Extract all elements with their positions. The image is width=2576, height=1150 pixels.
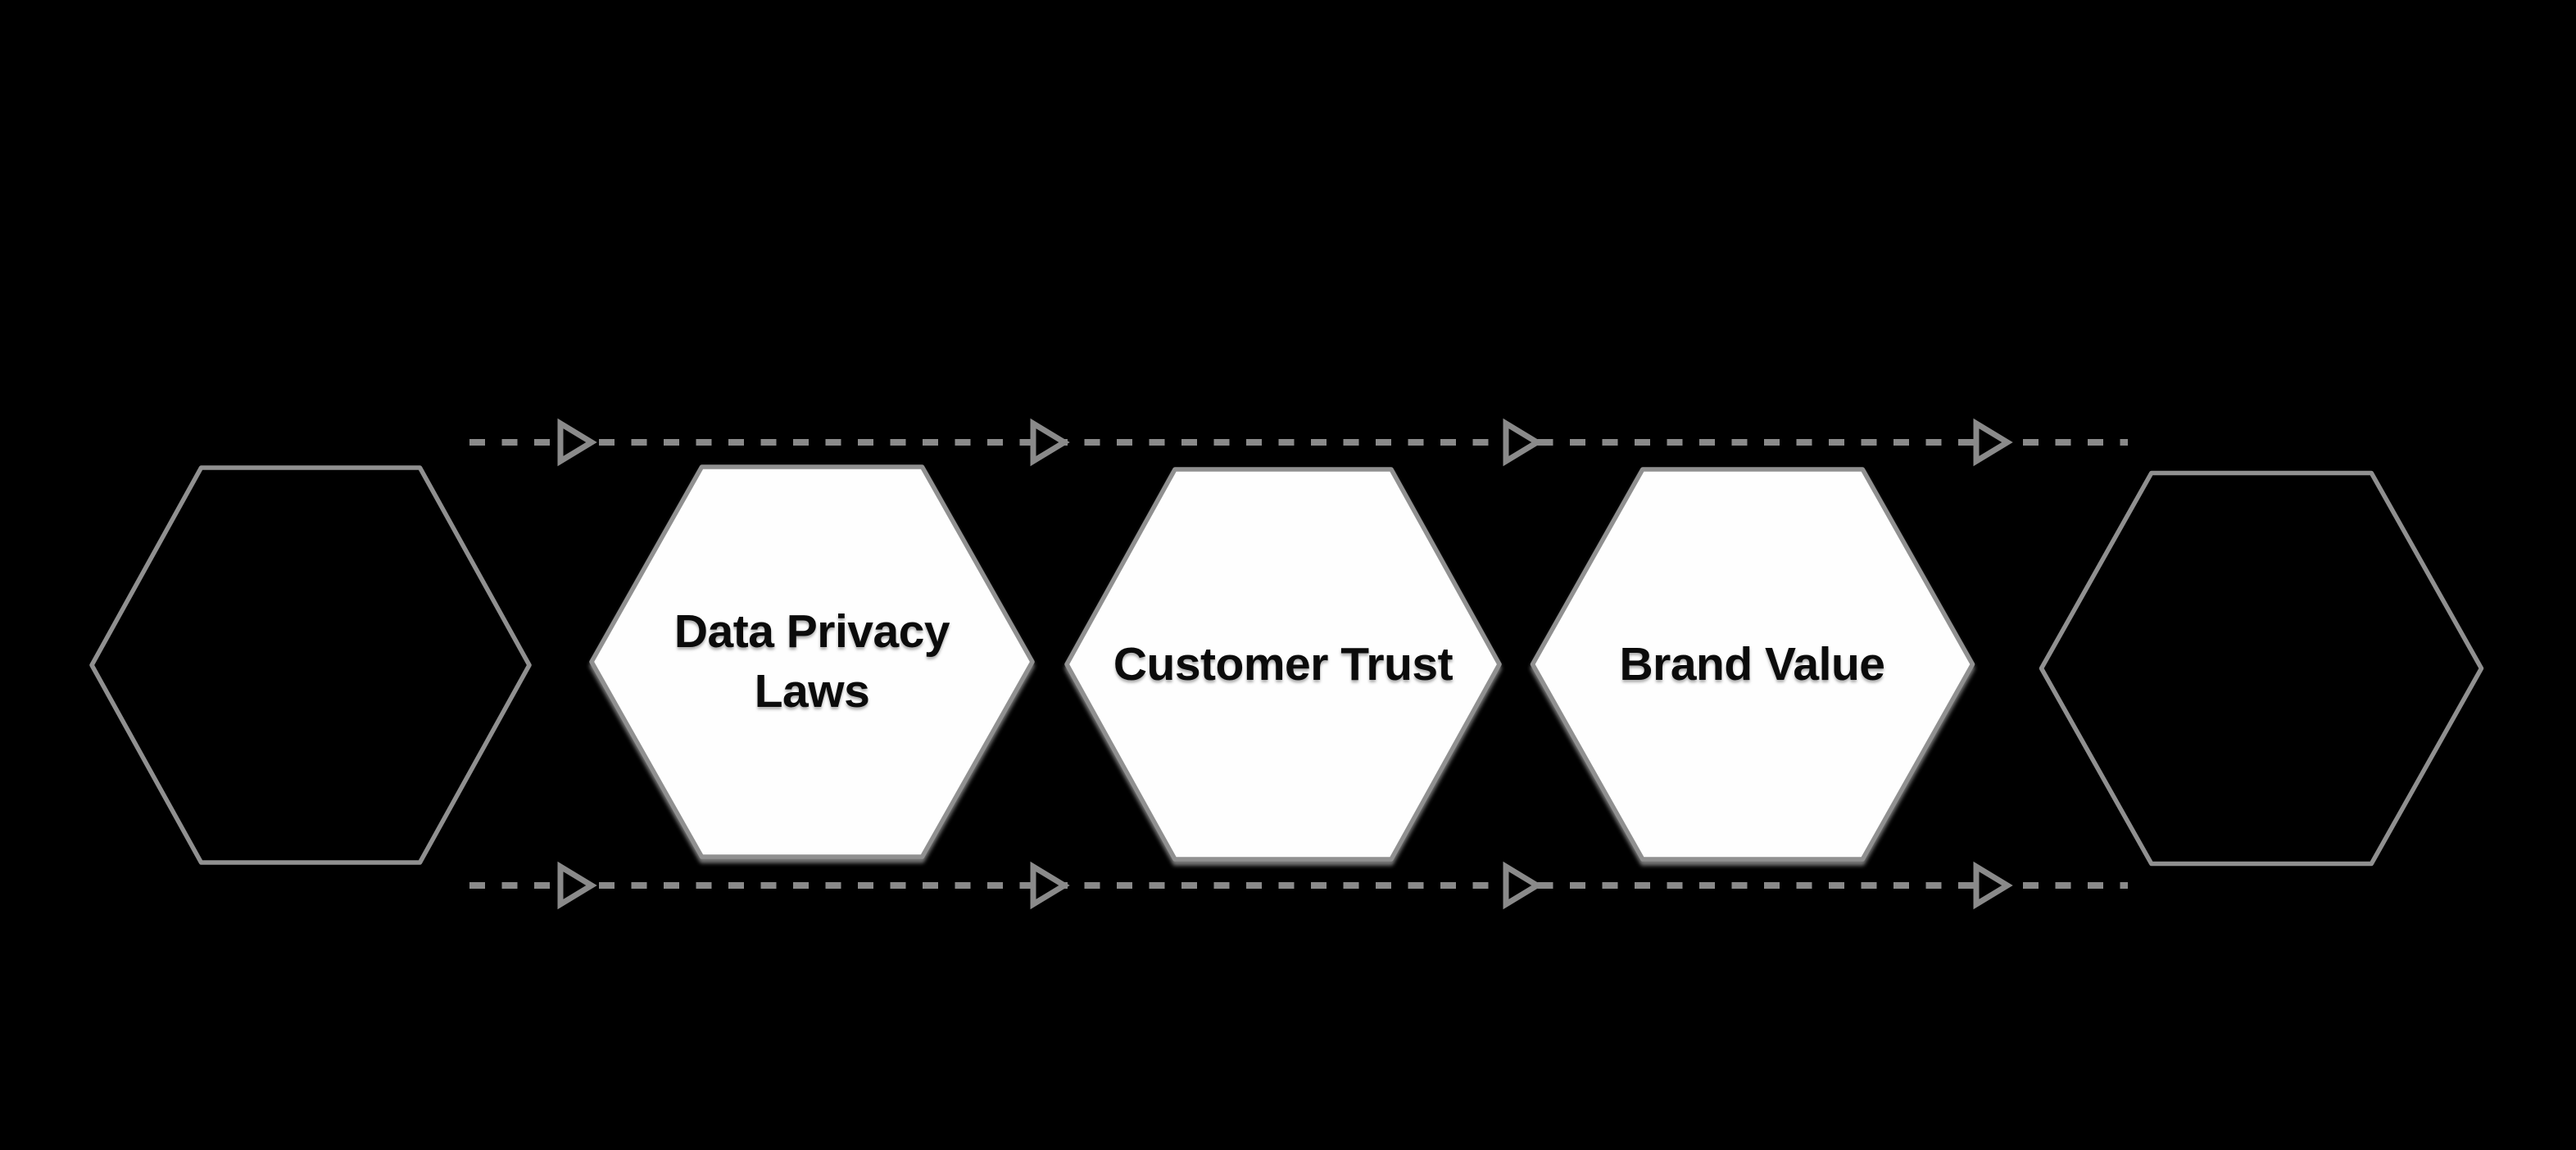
arrowhead-right-icon (1503, 861, 1543, 910)
arrowhead-right-icon (557, 418, 597, 467)
arrowhead-right-icon (1030, 418, 1070, 467)
hexagon-data-privacy-laws (589, 464, 1035, 859)
arrowhead-right-icon (1973, 861, 2013, 910)
arrowhead-right-icon (1503, 418, 1543, 467)
top-arrowheads (557, 418, 2013, 467)
arrowhead-right-icon (1030, 861, 1070, 910)
hexagon-brand-value (1530, 467, 1975, 862)
arrowhead-right-icon (1973, 418, 2013, 467)
hexagon-end (2039, 470, 2484, 867)
hexagon-start (89, 465, 532, 865)
hexagon-customer-trust (1064, 467, 1502, 862)
bottom-arrowheads (557, 861, 2013, 910)
arrowhead-right-icon (557, 861, 597, 910)
